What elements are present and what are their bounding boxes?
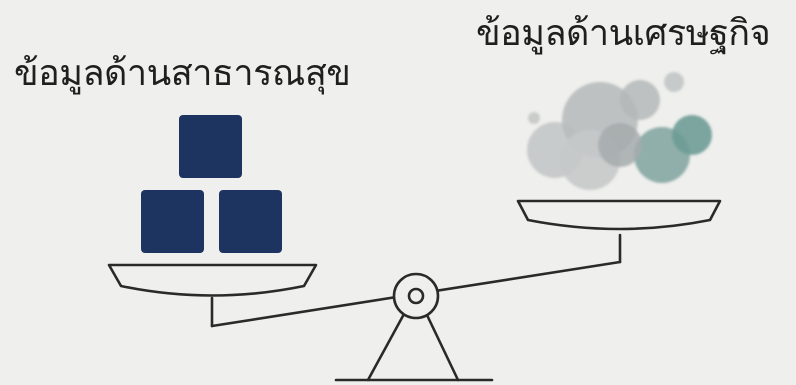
left-pan [107, 263, 318, 297]
data-block [179, 115, 242, 178]
economic-data-label: ข้อมูลด้านเศรษฐกิจ [476, 13, 771, 54]
data-block [219, 190, 282, 253]
economic-data-cloud [527, 72, 712, 190]
cloud-circle [528, 112, 540, 124]
cloud-circle [620, 80, 660, 120]
right-pan [516, 199, 722, 231]
public-health-blocks [141, 115, 282, 253]
cloud-circle [672, 115, 712, 155]
cloud-circle [598, 123, 642, 167]
public-health-data-label: ข้อมูลด้านสาธารณสุข [14, 53, 351, 94]
pivot [392, 272, 440, 320]
data-block [141, 190, 204, 253]
cloud-circle [664, 72, 684, 92]
